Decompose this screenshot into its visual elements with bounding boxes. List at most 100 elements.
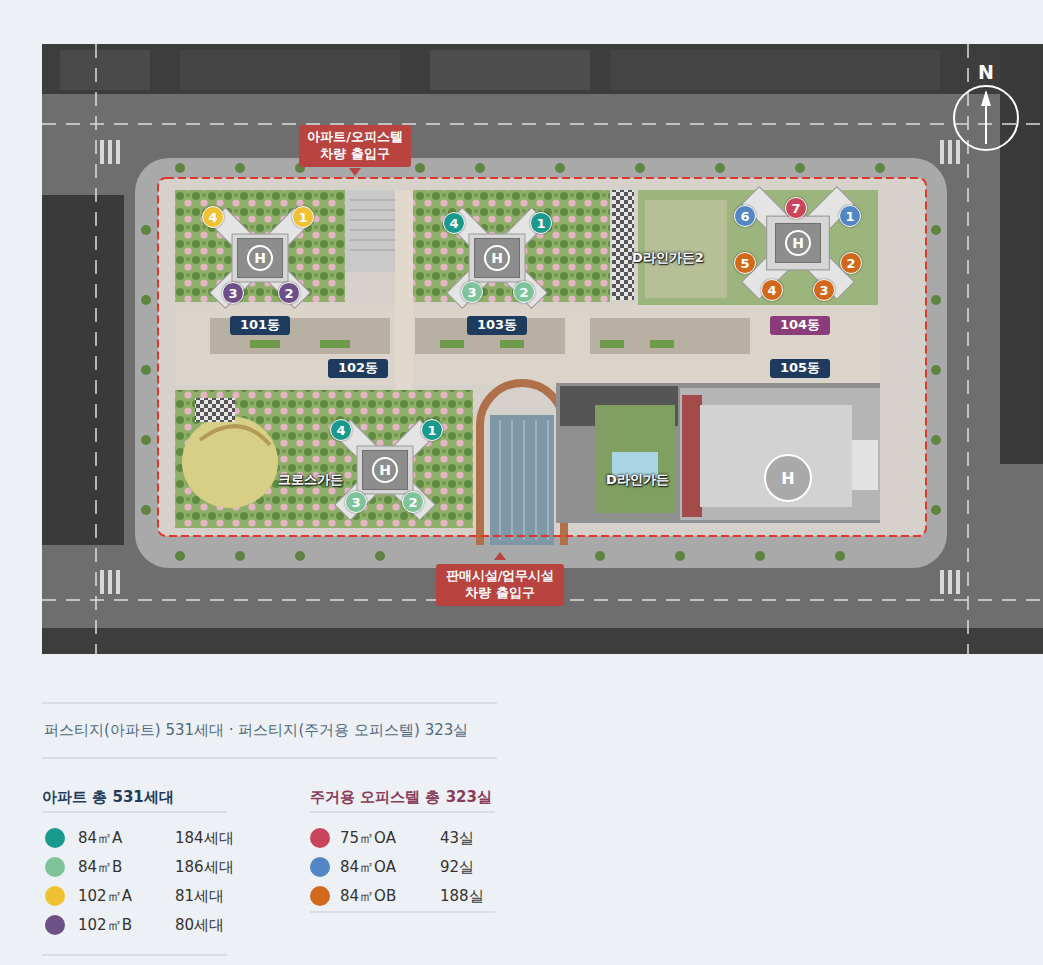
- garden-name: 크로스가든: [278, 471, 343, 489]
- aerial-map-part: [645, 200, 727, 298]
- helipad-marker: H: [775, 223, 821, 263]
- aerial-map-part: [135, 158, 947, 568]
- aerial-map-part: [967, 44, 969, 654]
- unit-number-circle: 2: [840, 252, 862, 274]
- aerial-map-part-part: [175, 163, 185, 173]
- node-text: 103동: [477, 317, 517, 332]
- legend-text: 102㎡A: [78, 887, 132, 906]
- unit-number-circle: 2: [513, 281, 535, 303]
- legend-text: 102㎡B: [78, 916, 132, 935]
- legend-text: 84㎡B: [78, 858, 122, 877]
- helipad-marker: H: [474, 238, 520, 278]
- aerial-map-part-part: [675, 551, 685, 561]
- legend-text: 84㎡A: [78, 829, 122, 848]
- aerial-map-part-part: [141, 435, 151, 445]
- aerial-map-part: [480, 383, 564, 545]
- aerial-map-part-part: [250, 340, 280, 348]
- node-text: 1: [845, 210, 854, 223]
- aerial-map-part-part: [116, 570, 120, 594]
- aerial-map-part-part: [350, 250, 402, 251]
- aerial-map-part-part: [875, 163, 885, 173]
- aerial-map-part-part: [475, 163, 485, 173]
- unit-count: 92실: [440, 858, 474, 877]
- entrance-callout: 아파트/오피스텔 차량 출입구: [299, 125, 411, 167]
- aerial-map-part-part: [547, 420, 549, 540]
- aerial-map-part-part: [415, 163, 425, 173]
- node-text: 판매시설/업무시설 차량 출입구: [442, 568, 558, 602]
- aerial-map-part-part: [948, 140, 952, 164]
- aerial-map-part-part: [948, 570, 952, 594]
- aerial-map-part-part: [956, 140, 960, 164]
- node-text: 104동: [780, 317, 820, 332]
- unit-number-circle: 3: [222, 282, 244, 304]
- rule-lines-part: [42, 812, 227, 813]
- node-text: 7: [791, 202, 800, 215]
- aerial-map-part-part: [931, 365, 941, 375]
- aerial-map-part-part: [100, 140, 104, 164]
- aerial-map-part: [556, 383, 880, 523]
- helipad-marker: H: [237, 238, 283, 278]
- rule-lines-part: [42, 703, 497, 704]
- aerial-map-part-part: [350, 240, 402, 241]
- aerial-map-part: [852, 440, 878, 490]
- building-label: 103동: [467, 316, 527, 335]
- aerial-map-part: [42, 44, 1043, 654]
- unit-number-circle: 3: [813, 279, 835, 301]
- aerial-map-part-part: [931, 435, 941, 445]
- garden-name: D라인가든: [606, 471, 669, 489]
- aerial-map-part-part: [116, 140, 120, 164]
- unit-number-circle: 2: [278, 282, 300, 304]
- aerial-map-part: [954, 86, 1018, 150]
- aerial-map-part-part: [141, 295, 151, 305]
- building-label: 105동: [770, 359, 830, 378]
- aerial-map-part-part: [440, 340, 464, 348]
- aerial-map-part-part: [523, 420, 525, 540]
- building-label: 101동: [230, 316, 290, 335]
- unit-number-circle: 4: [202, 206, 224, 228]
- aerial-map-part-part: [175, 551, 185, 561]
- aerial-map-part-part: [235, 163, 245, 173]
- aerial-map-part-part: [499, 420, 501, 540]
- node-text: 3: [467, 286, 476, 299]
- aerial-map-part-part: [375, 551, 385, 561]
- node-text: H: [247, 245, 273, 271]
- aerial-map-part-part: [931, 225, 941, 235]
- legend-swatch: [310, 828, 330, 848]
- aerial-map-part: [500, 420, 548, 540]
- aerial-map-part: [100, 140, 960, 594]
- aerial-map-part: [595, 405, 675, 513]
- unit-number-circle: 5: [734, 252, 756, 274]
- node-text: 101동: [240, 317, 280, 332]
- aerial-map-part: [42, 44, 1043, 94]
- node-text: 4: [767, 284, 776, 297]
- aerial-map-part-part: [940, 570, 944, 594]
- node-text: 1: [427, 424, 436, 437]
- rule-lines-part: [42, 758, 497, 759]
- node-text: 2: [846, 257, 855, 270]
- aerial-map-part: [210, 318, 750, 354]
- unit-number-circle: 7: [785, 197, 807, 219]
- node-text: 3: [228, 287, 237, 300]
- node-text: 5: [740, 257, 749, 270]
- aerial-map-part: [610, 50, 940, 90]
- aerial-map-part-part: [350, 200, 402, 201]
- aerial-map-part-part: [141, 225, 151, 235]
- aerial-map-part: [141, 163, 941, 561]
- aerial-map-part-part: [108, 140, 112, 164]
- aerial-map-part-part: [940, 140, 944, 164]
- unit-number-circle: 6: [734, 205, 756, 227]
- aerial-map-part: [742, 187, 854, 299]
- legend-swatch: [45, 886, 65, 906]
- aerial-map: [42, 44, 1043, 654]
- aerial-map-part: [1000, 44, 1043, 464]
- legend-swatch: [310, 857, 330, 877]
- aerial-map-part-part: [835, 551, 845, 561]
- aerial-map-part-part: [795, 163, 805, 173]
- rule-lines-part: [42, 955, 227, 956]
- unit-number-circle: 1: [839, 205, 861, 227]
- aerial-map-part: [95, 44, 97, 654]
- legend-swatch: [45, 915, 65, 935]
- aerial-map-part-part: [755, 551, 765, 561]
